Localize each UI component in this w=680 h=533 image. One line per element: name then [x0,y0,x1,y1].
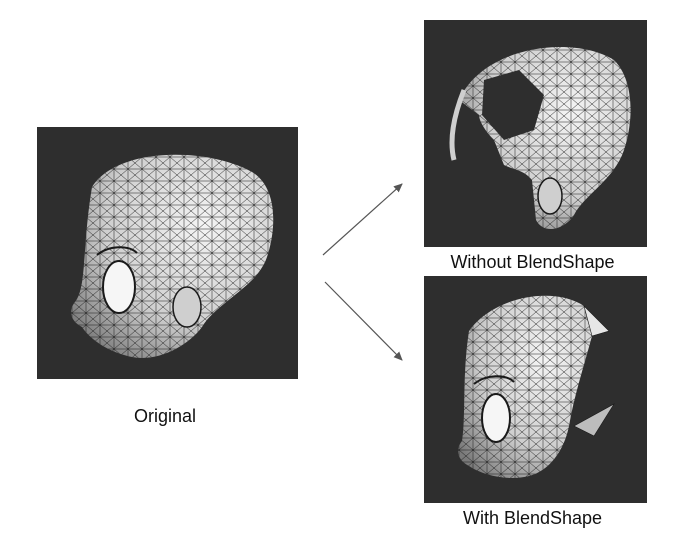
arrow-to-with-blendshape [324,281,403,361]
head-wireframe-blended-image [458,295,615,478]
caption-original: Original [133,406,197,426]
caption-with-blendshape: With BlendShape [462,508,603,528]
head-wireframe-broken-image [449,47,631,230]
head-wireframe-full-image [71,154,274,358]
without-blendshape-image-panel [424,20,647,247]
arrow-to-without-blendshape [322,183,403,256]
with-blendshape-image-panel [424,276,647,503]
caption-without-blendshape: Without BlendShape [450,252,615,272]
original-image-panel [37,127,298,379]
